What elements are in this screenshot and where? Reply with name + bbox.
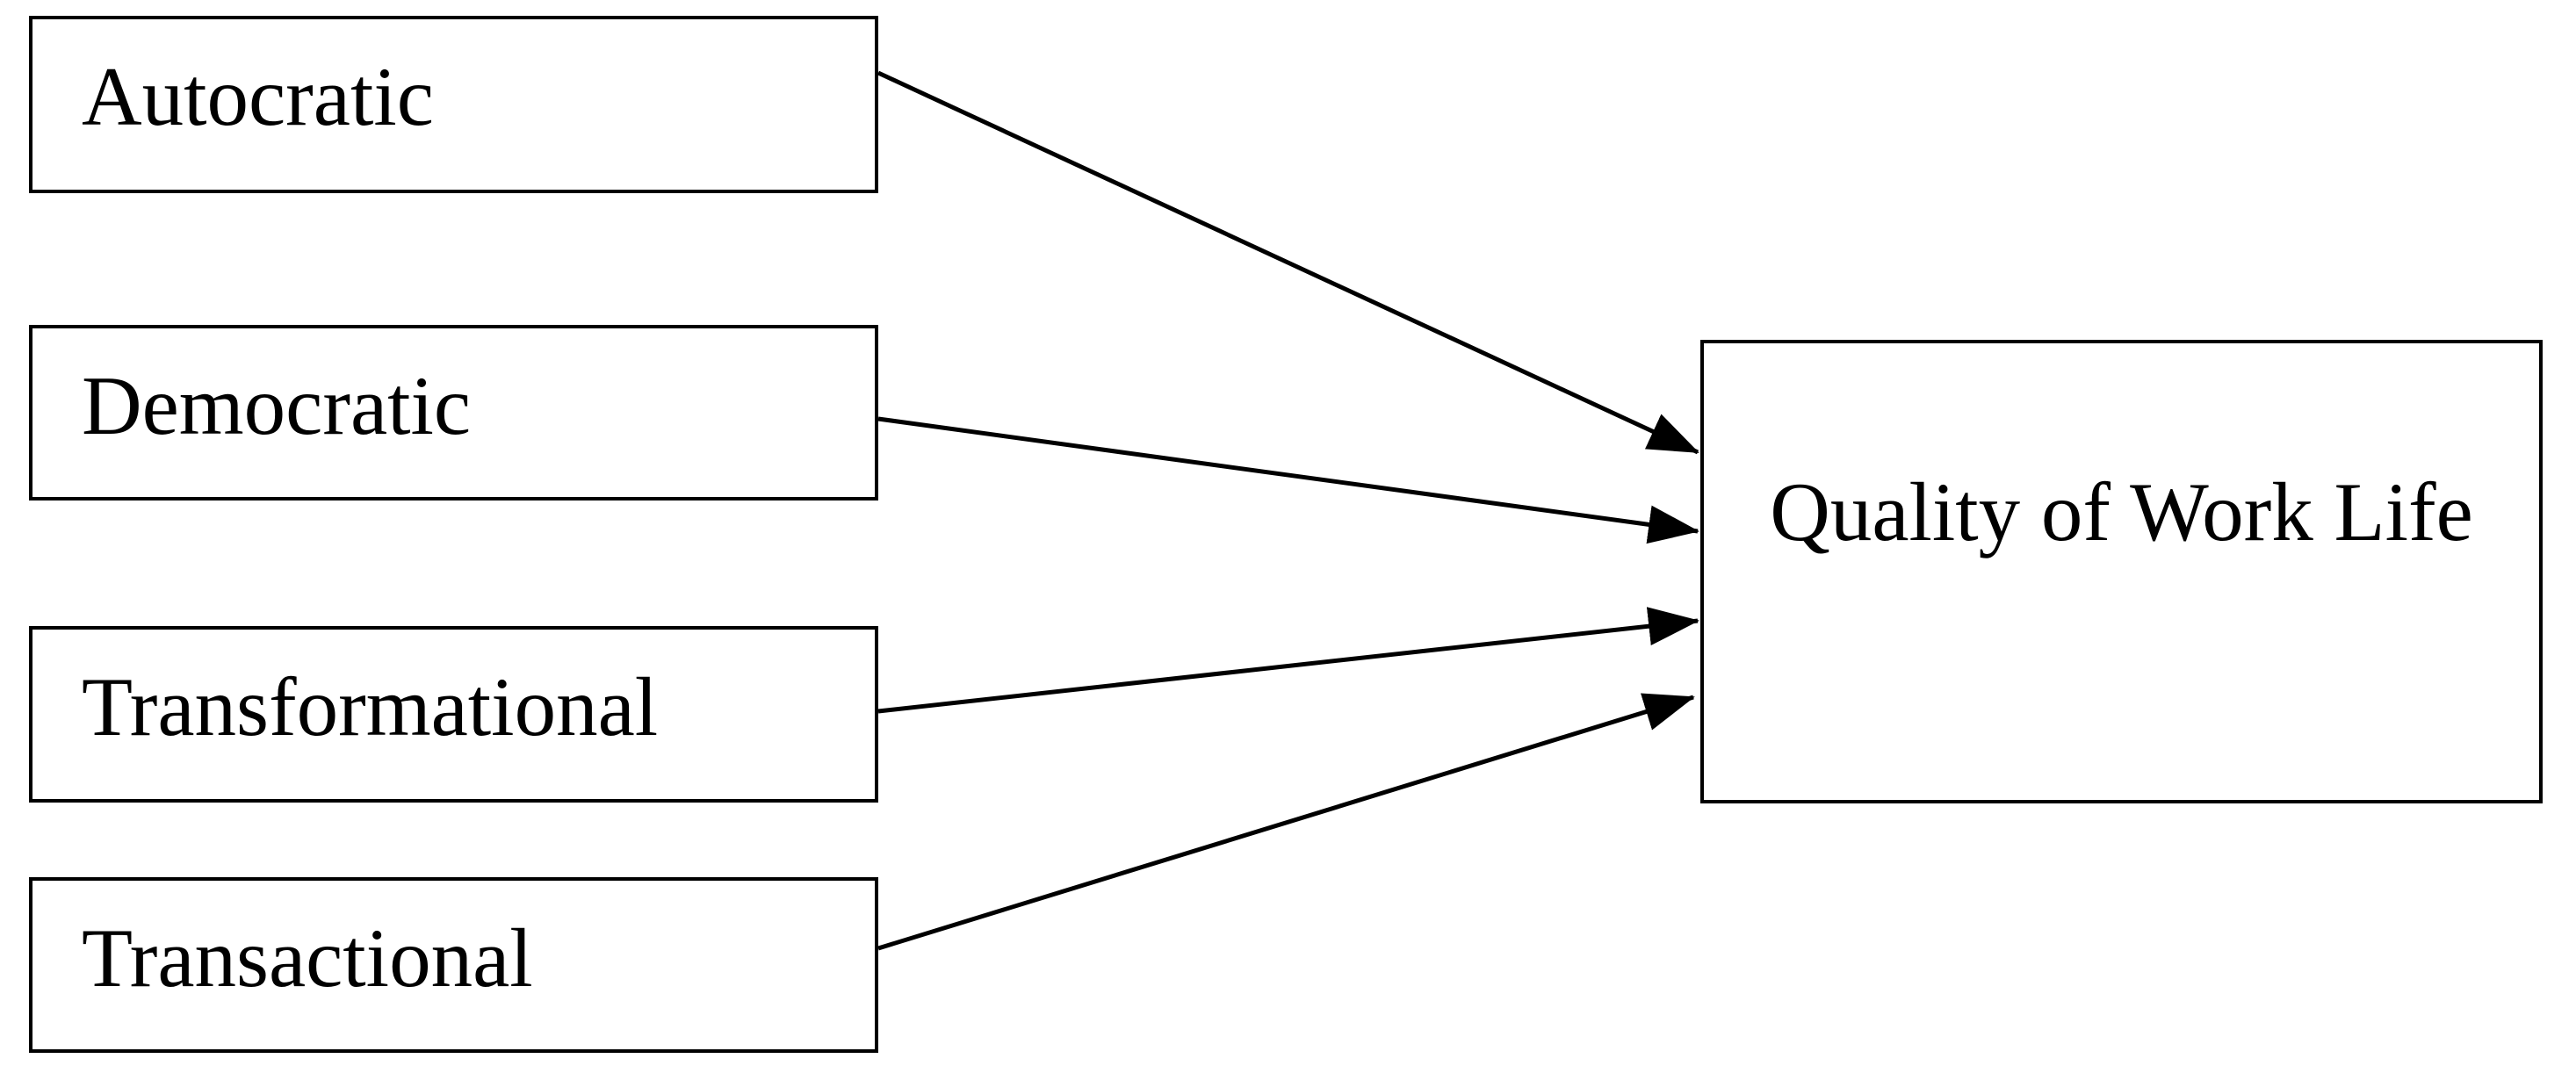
node-quality-of-work-life: Quality of Work Life bbox=[1700, 340, 2543, 803]
node-quality-of-work-life-label: Quality of Work Life bbox=[1770, 465, 2473, 558]
node-democratic: Democratic bbox=[29, 325, 878, 500]
node-transactional-label: Transactional bbox=[82, 911, 533, 1005]
arrow-democratic-to-quality-of-work-life bbox=[877, 416, 1699, 544]
node-transactional: Transactional bbox=[29, 877, 878, 1053]
arrow-transactional-to-quality-of-work-life bbox=[877, 693, 1695, 951]
arrow-transformational-to-quality-of-work-life bbox=[877, 607, 1699, 714]
node-transformational: Transformational bbox=[29, 626, 878, 803]
node-autocratic-label: Autocratic bbox=[82, 50, 434, 143]
arrow-autocratic-to-quality-of-work-life bbox=[877, 70, 1699, 455]
node-autocratic: Autocratic bbox=[29, 16, 878, 193]
node-democratic-label: Democratic bbox=[82, 359, 472, 452]
node-transformational-label: Transformational bbox=[82, 660, 659, 753]
